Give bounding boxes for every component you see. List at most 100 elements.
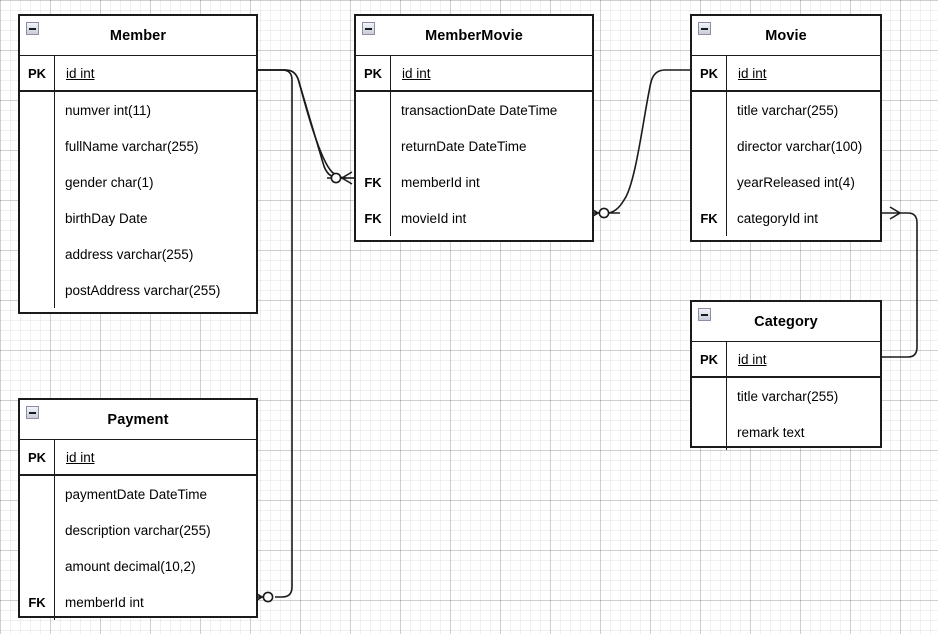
attribute-key: FK [700,210,718,226]
attribute-row[interactable]: FK memberId int [356,164,592,200]
attribute-block: transactionDate DateTime returnDate DateT… [356,92,592,236]
attribute-key: FK [364,210,382,226]
attribute-name: postAddress varchar(255) [65,282,221,298]
minus-box-icon[interactable] [698,22,711,35]
attribute-name: birthDay Date [65,210,148,226]
attribute-row[interactable]: numver int(11) [20,92,256,128]
minus-glyph [29,27,36,30]
attribute-row[interactable]: FK categoryId int [692,200,880,236]
attribute-name: id int [54,440,256,474]
entity-title: Category [754,313,818,330]
attribute-row[interactable]: address varchar(255) [20,236,256,272]
entity-header-category[interactable]: Category [692,302,880,342]
entity-title: Payment [107,411,169,428]
attribute-name: id int [726,342,880,376]
attribute-row[interactable]: FK movieId int [356,200,592,236]
attribute-row[interactable]: postAddress varchar(255) [20,272,256,308]
attribute-row[interactable]: amount decimal(10,2) [20,548,256,584]
attribute-row-pk[interactable]: PK id int [356,56,592,92]
attribute-row[interactable]: description varchar(255) [20,512,256,548]
attribute-row-pk[interactable]: PK id int [692,56,880,92]
attribute-key: PK [699,65,719,81]
attribute-row[interactable]: title varchar(255) [692,92,880,128]
attribute-key: FK [364,174,382,190]
entity-header-membermovie[interactable]: MemberMovie [356,16,592,56]
attribute-name: amount decimal(10,2) [65,558,196,574]
attribute-key: FK [28,594,46,610]
attribute-name: memberId int [401,174,480,190]
column-divider [390,92,391,236]
relationship-member-payment[interactable] [251,69,293,604]
attribute-block: numver int(11) fullName varchar(255) gende… [20,92,256,308]
attribute-name: categoryId int [737,210,819,226]
attribute-name: paymentDate DateTime [65,486,208,502]
attribute-row[interactable]: gender char(1) [20,164,256,200]
entity-header-movie[interactable]: Movie [692,16,880,56]
attribute-name: id int [390,56,592,90]
attribute-row[interactable]: returnDate DateTime [356,128,592,164]
attribute-name: gender char(1) [65,174,154,190]
attribute-block: title varchar(255) director varchar(100) y… [692,92,880,236]
entity-header-payment[interactable]: Payment [20,400,256,440]
primary-key-label: id int [738,351,767,367]
attribute-name: yearReleased int(4) [737,174,855,190]
attribute-list: PK id int transactionDate DateTime returnDa… [356,56,592,236]
relationship-movie-category[interactable] [882,206,918,358]
minus-glyph [701,313,708,316]
minus-box-icon[interactable] [362,22,375,35]
attribute-row[interactable]: birthDay Date [20,200,256,236]
attribute-row[interactable]: fullName varchar(255) [20,128,256,164]
attribute-block: paymentDate DateTime description varchar(… [20,476,256,620]
attribute-name: title varchar(255) [737,102,839,118]
entity-title: Movie [765,27,807,44]
attribute-name: address varchar(255) [65,246,194,262]
attribute-name: fullName varchar(255) [65,138,199,154]
attribute-row[interactable]: FK memberId int [20,584,256,620]
column-divider [54,92,55,308]
minus-glyph [701,27,708,30]
minus-box-icon[interactable] [698,308,711,321]
attribute-name: id int [54,56,256,90]
entity-title: Member [109,27,167,44]
column-divider [726,92,727,236]
attribute-name: movieId int [401,210,467,226]
attribute-row[interactable]: director varchar(100) [692,128,880,164]
minus-glyph [365,27,372,30]
attribute-name: title varchar(255) [737,388,839,404]
minus-box-icon[interactable] [26,22,39,35]
attribute-key: PK [363,65,383,81]
primary-key-label: id int [66,449,95,465]
primary-key-label: id int [66,65,95,81]
primary-key-label: id int [738,65,767,81]
attribute-row[interactable]: transactionDate DateTime [356,92,592,128]
attribute-row[interactable]: paymentDate DateTime [20,476,256,512]
relationship-movie-membermovie[interactable] [587,69,690,220]
attribute-row[interactable]: yearReleased int(4) [692,164,880,200]
attribute-row[interactable]: remark text [692,414,880,450]
attribute-name: description varchar(255) [65,522,211,538]
attribute-name: id int [726,56,880,90]
minus-glyph [29,411,36,414]
attribute-name: numver int(11) [65,102,152,118]
attribute-name: director varchar(100) [737,138,863,154]
attribute-list: PK id int title varchar(255) director varch… [692,56,880,236]
attribute-row[interactable]: title varchar(255) [692,378,880,414]
minus-box-icon[interactable] [26,406,39,419]
entity-header-member[interactable]: Member [20,16,256,56]
attribute-name: memberId int [65,594,144,610]
attribute-block: title varchar(255) remark text [692,378,880,450]
attribute-name: transactionDate DateTime [401,102,558,118]
relationship-member-membermovie[interactable] [258,69,354,185]
